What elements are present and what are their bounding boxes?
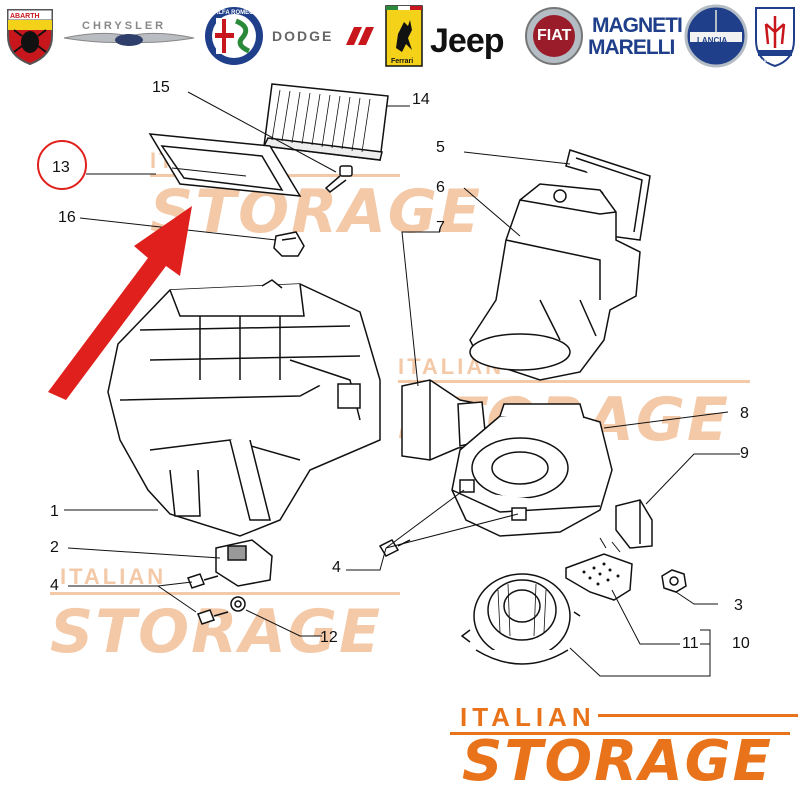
dodge-logo: DODGE (270, 6, 376, 66)
logo-storage-text: STORAGE (462, 729, 773, 794)
callout-16: 16 (58, 209, 76, 226)
callout-3: 3 (734, 597, 743, 614)
callout-5: 5 (436, 139, 445, 156)
fiat-text: FIAT (537, 27, 572, 44)
watermark-upper-bottom: STORAGE (150, 177, 482, 247)
part-16-clip (273, 231, 305, 257)
part-10-blower-motor (460, 573, 581, 665)
callout-1: 1 (50, 503, 59, 520)
leader-lines (64, 91, 740, 677)
dodge-text: DODGE (272, 28, 334, 44)
abarth-logo: ABARTH (0, 6, 60, 66)
callout-6: 6 (436, 179, 445, 196)
maserati-text: MASERATI (760, 58, 781, 63)
callout-7: 7 (436, 219, 445, 236)
callout-4-left: 4 (50, 577, 59, 594)
abarth-text: ABARTH (10, 13, 40, 20)
callout-15: 15 (152, 79, 170, 96)
part-3-nut (661, 569, 687, 593)
logo-middle-line (450, 732, 790, 735)
alfa-romeo-logo: ALFA ROMEO (202, 6, 266, 66)
part-6-intake-housing (469, 183, 641, 381)
watermark-middle-line (398, 380, 750, 383)
watermark-lower-top: ITALIAN (60, 564, 166, 589)
part-9-resistor (615, 499, 653, 549)
magneti-marelli-logo: MAGNETI MARELLI (588, 6, 683, 66)
lancia-text: LANCIA (697, 36, 728, 45)
part-14-filter (262, 83, 389, 161)
logo-top-line (598, 714, 798, 717)
magneti-text: MAGNETI (592, 14, 683, 37)
jeep-text: Jeep (430, 22, 504, 60)
maserati-logo: MASERATI (752, 6, 798, 68)
highlight-circle (37, 140, 87, 190)
chrysler-text: CHRYSLER (82, 20, 167, 32)
part-2-bracket (215, 539, 273, 587)
jeep-logo: Jeep (430, 6, 514, 66)
logo-italian-text: ITALIAN (460, 702, 596, 732)
part-8-blower-housing (451, 403, 613, 537)
italian-storage-logo: ITALIAN STORAGE (440, 700, 800, 800)
watermark-lower: ITALIAN STORAGE (50, 564, 400, 667)
marelli-text: MARELLI (588, 36, 675, 59)
callout-9: 9 (740, 445, 749, 462)
callout-12: 12 (320, 629, 338, 646)
callout-13: 13 (52, 159, 70, 176)
watermark-lower-line (50, 592, 400, 595)
callout-4-right: 4 (332, 559, 341, 576)
highlight-arrow (48, 206, 192, 400)
part-13-frame (148, 133, 302, 197)
callout-11: 11 (682, 635, 699, 652)
callout-10: 10 (732, 635, 750, 652)
part-1-hvac-housing (107, 279, 381, 537)
brand-logo-bar: ABARTH CHRYSLER ALFA ROMEO DODGE (0, 0, 800, 72)
part-12-washer (230, 596, 246, 612)
callout-2: 2 (50, 539, 59, 556)
chrysler-logo: CHRYSLER (62, 6, 196, 66)
alfa-romeo-text: ALFA ROMEO (214, 10, 254, 16)
ferrari-logo: Ferrari (384, 5, 424, 67)
lancia-logo: LANCIA (684, 4, 748, 68)
ferrari-text: Ferrari (391, 58, 414, 65)
hvac-exploded-diagram: ITALIAN STORAGE ITALIAN STORAGE ITALIAN … (37, 79, 750, 677)
fiat-logo: FIAT (524, 6, 584, 66)
part-15-screw (324, 165, 353, 193)
callout-8: 8 (740, 405, 749, 422)
watermark-lower-bottom: STORAGE (50, 597, 382, 667)
part-11-control-module (565, 537, 633, 601)
callout-14: 14 (412, 91, 430, 108)
